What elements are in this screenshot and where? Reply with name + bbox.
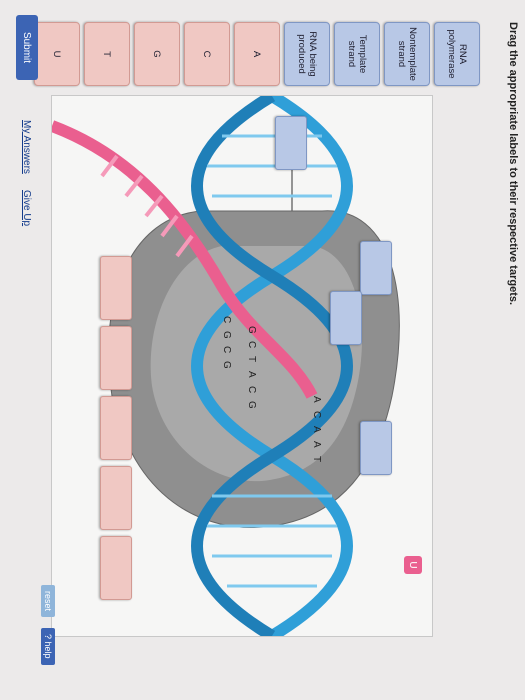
- label-base-c[interactable]: C: [184, 22, 230, 86]
- loose-rna-base-u: U: [404, 556, 422, 574]
- nontemplate-base-a: A: [311, 396, 322, 403]
- transcription-diagram: [49, 90, 400, 642]
- target-base-4[interactable]: [100, 466, 132, 530]
- label-base-g[interactable]: G: [134, 22, 180, 86]
- target-template-strand[interactable]: [330, 291, 362, 345]
- target-base-1[interactable]: [100, 256, 132, 320]
- template-base-g: G: [246, 326, 257, 334]
- template-base-t: T: [246, 356, 257, 363]
- dna-strand-lower: [191, 90, 353, 642]
- target-base-3[interactable]: [100, 396, 132, 460]
- nontemplate-base-c: C: [311, 411, 322, 419]
- label-base-a[interactable]: A: [234, 22, 280, 86]
- rna-base-g: G: [221, 331, 232, 339]
- diagram-workspace: G C T A C G A C A A T C G C G U: [49, 90, 433, 642]
- rna-base-c: C: [221, 316, 232, 324]
- template-base-a: A: [246, 371, 257, 378]
- target-rna-being-produced[interactable]: [360, 421, 392, 475]
- label-rna-polymerase[interactable]: RNA polymerase: [434, 22, 480, 86]
- nontemplate-base-a3: A: [311, 441, 322, 448]
- nontemplate-base-a2: A: [311, 426, 322, 433]
- label-base-t[interactable]: T: [84, 22, 130, 86]
- label-template-strand[interactable]: Template strand: [334, 22, 380, 86]
- my-answers-link[interactable]: My Answers: [21, 120, 32, 174]
- rna-strand: [49, 120, 318, 399]
- nontemplate-base-t: T: [311, 456, 322, 463]
- target-base-2[interactable]: [100, 326, 132, 390]
- template-base-g2: G: [246, 401, 257, 409]
- instruction-text: Drag the appropriate labels to their res…: [507, 22, 519, 306]
- reset-button[interactable]: reset: [41, 585, 55, 618]
- help-button[interactable]: ? help: [41, 628, 55, 665]
- label-rna-being-produced[interactable]: RNA being produced: [284, 22, 330, 86]
- template-base-c2: C: [246, 386, 257, 394]
- target-base-5[interactable]: [100, 536, 132, 600]
- label-nontemplate-strand[interactable]: Nontemplate strand: [384, 22, 430, 86]
- dna-strand-upper: [191, 90, 353, 642]
- target-nontemplate-strand[interactable]: [360, 241, 392, 295]
- rna-base-g2: G: [221, 361, 232, 369]
- label-base-u[interactable]: U: [34, 22, 80, 86]
- give-up-link[interactable]: Give Up: [21, 190, 32, 227]
- rna-base-c2: C: [221, 346, 232, 354]
- template-base-c: C: [246, 341, 257, 349]
- target-rna-polymerase[interactable]: [275, 116, 307, 170]
- submit-button[interactable]: Submit: [16, 15, 38, 80]
